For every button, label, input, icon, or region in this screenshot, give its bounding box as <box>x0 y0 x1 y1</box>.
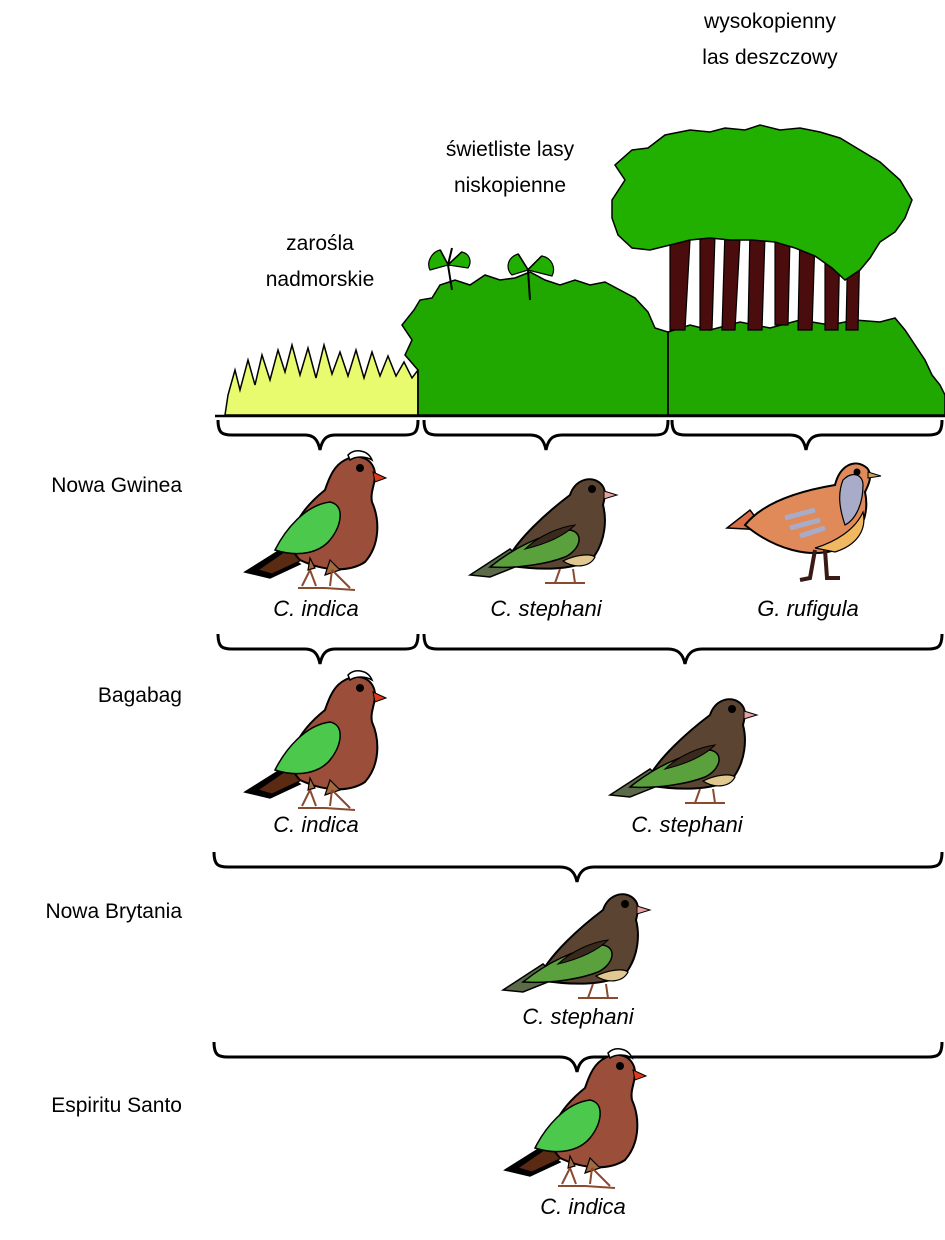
bird-c-stephani <box>610 699 757 803</box>
habitat-label-coastal: zarośla nadmorskie <box>230 226 410 298</box>
habitat-label-rainforest: wysokopienny las deszczowy <box>660 4 880 76</box>
brace-rainforest <box>672 420 942 450</box>
bird-c-indica <box>245 451 386 590</box>
brace-nowa-brytania <box>214 1042 942 1072</box>
island-label: Nowa Gwinea <box>0 474 182 498</box>
coastal-scrub <box>225 345 418 415</box>
island-label: Espiritu Santo <box>0 1094 182 1118</box>
brace-coastal <box>218 420 418 450</box>
species-label: C. indica <box>196 812 436 838</box>
brace-ng-coastal <box>218 634 418 664</box>
brace-ng-forests <box>424 634 942 664</box>
habitat-label-light-forest: świetliste lasy niskopienne <box>410 132 610 204</box>
brace-light-forest <box>424 420 668 450</box>
species-label: C. stephani <box>458 1004 698 1030</box>
species-label: C. indica <box>196 596 436 622</box>
bird-g-rufigula <box>727 463 881 580</box>
species-label: C. stephani <box>426 596 666 622</box>
species-label: C. stephani <box>567 812 807 838</box>
island-label: Nowa Brytania <box>0 900 182 924</box>
species-label: C. indica <box>463 1194 703 1220</box>
light-forest <box>402 248 668 415</box>
brace-bagabag <box>214 852 942 882</box>
bird-c-indica <box>245 671 386 810</box>
bird-c-stephani <box>470 479 617 583</box>
island-label: Bagabag <box>0 684 182 708</box>
species-label: G. rufigula <box>688 596 928 622</box>
bird-c-stephani <box>503 894 650 998</box>
